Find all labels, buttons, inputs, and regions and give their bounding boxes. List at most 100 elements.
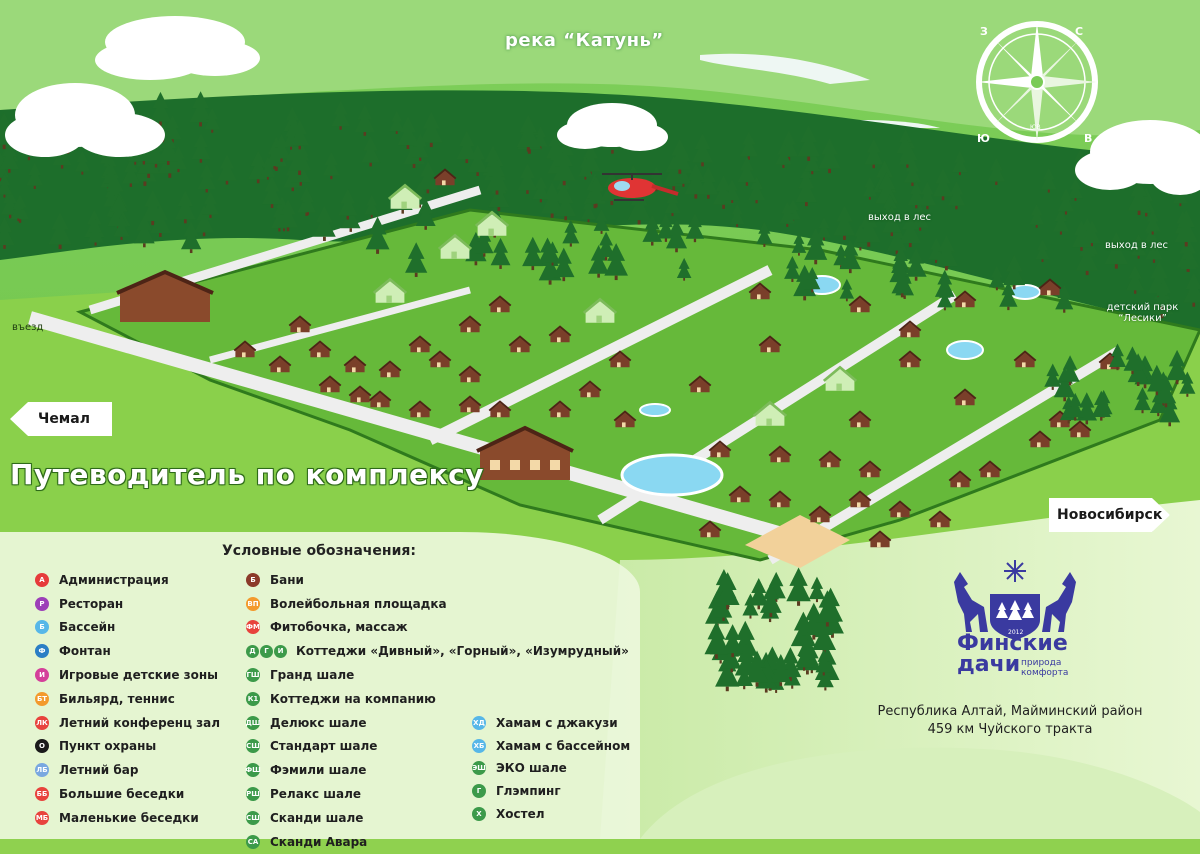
- legend-item: А Администрация: [35, 568, 220, 592]
- legend-marker-icon: Б: [35, 620, 49, 635]
- legend-label: Сканди Авара: [270, 834, 368, 849]
- legend-label: Делюкс шале: [270, 715, 367, 730]
- legend-marker-icon: СА: [246, 834, 260, 849]
- address-line-1: Республика Алтай, Майминский район: [877, 704, 1143, 719]
- legend-marker-icon: ФМ: [246, 620, 260, 635]
- legend-label: Пункт охраны: [59, 739, 157, 754]
- legend-label: ЭКО шале: [496, 761, 567, 776]
- legend-item: БТ Бильярд, теннис: [35, 687, 220, 711]
- legend-label: Летний конференц зал: [59, 715, 221, 730]
- legend-label: Летний бар: [59, 763, 139, 778]
- legend-label: Сканди шале: [270, 810, 364, 825]
- guide-title: Путеводитель по комплексу: [10, 458, 484, 491]
- legend-label: Бильярд, теннис: [59, 691, 175, 706]
- legend-label: Гранд шале: [270, 668, 355, 683]
- legend-item: ХД Хамам с джакузи: [472, 712, 630, 735]
- legend-label: Маленькие беседки: [59, 810, 199, 825]
- legend-item: К1 Коттеджи на компанию: [246, 687, 629, 711]
- legend-item: ДШ Делюкс шале: [246, 711, 629, 735]
- legend-marker-icon: БТ: [35, 691, 49, 706]
- forest-exit-label: выход в лес: [868, 212, 932, 223]
- compass-west-letter: З: [980, 25, 988, 38]
- kids-park-label: детский парк “Лесики”: [1106, 302, 1179, 324]
- legend-marker-icon: Ф: [35, 644, 49, 659]
- legend-item: Ф Фонтан: [35, 639, 220, 663]
- direction-sign-chemal: Чемал: [10, 402, 112, 436]
- legend-marker-icon: Б: [246, 572, 260, 587]
- legend-marker-icon: ББ: [35, 787, 49, 802]
- legend-label: Фитобочка, массаж: [270, 620, 408, 635]
- legend-marker-icon: А: [35, 572, 49, 587]
- legend-label: Релакс шале: [270, 787, 362, 802]
- legend-marker-icon: ФШ: [245, 763, 261, 778]
- legend-marker-icon: Х: [472, 806, 486, 821]
- legend-marker-icon: РШ: [246, 787, 260, 802]
- legend-marker-icon: ДШ: [246, 715, 260, 730]
- legend-item: ЭШ ЭКО шале: [472, 757, 630, 780]
- legend-label: Хамам с джакузи: [496, 716, 618, 731]
- logo-wordmark: Финские дачи: [957, 631, 1068, 677]
- legend-marker-icon: ХБ: [472, 738, 486, 753]
- legend-item: ФМ Фитобочка, массаж: [246, 616, 629, 640]
- legend-label: Хостел: [496, 806, 545, 821]
- legend-label: Бани: [270, 572, 304, 587]
- legend-panel: [0, 532, 640, 839]
- compass-east-letter: В: [1084, 132, 1092, 145]
- address-block: Республика Алтай, Майминский район 459 к…: [860, 703, 1160, 739]
- legend-marker-icon: Г: [472, 784, 486, 799]
- legend-label: Глэмпинг: [496, 784, 561, 799]
- direction-sign-novosibirsk: Новосибирск: [1049, 498, 1170, 532]
- address-line-2: 459 км Чуйского тракта: [927, 722, 1093, 737]
- compass-center-letter: ЮВ: [1030, 124, 1041, 131]
- compass-rose: С Ю З В ЮВ: [976, 21, 1098, 145]
- legend-label: Фонтан: [59, 644, 111, 659]
- legend-title: Условные обозначения:: [222, 543, 416, 559]
- logo-word-1: Финские: [957, 631, 1068, 656]
- legend-marker-icon: ЭШ: [472, 761, 486, 776]
- legend-item: ЛК Летний конференц зал: [35, 711, 220, 735]
- compass-north-letter: С: [1075, 25, 1083, 38]
- logo-tagline: природа комфорта: [1021, 658, 1068, 678]
- logo-year: 2012: [1008, 629, 1023, 636]
- legend-label: Коттеджи на компанию: [270, 691, 436, 706]
- legend-marker-icon: СШ: [246, 739, 260, 754]
- legend-item: СА Сканди Авара: [246, 830, 629, 854]
- legend-marker-icon: И: [35, 668, 49, 683]
- river-label: река “Катунь”: [505, 30, 664, 51]
- legend-item: МБ Маленькие беседки: [35, 806, 220, 830]
- legend-item: Г Глэмпинг: [472, 780, 630, 803]
- legend-marker-icon: СШ: [246, 810, 260, 825]
- legend-label: Фэмили шале: [270, 763, 367, 778]
- legend-item: ВП Волейбольная площадка: [246, 592, 629, 616]
- legend-marker-icon: ЛК: [35, 715, 49, 730]
- legend-item: ГШ Гранд шале: [246, 663, 629, 687]
- finskie-dachi-logo: 2012: [954, 560, 1076, 640]
- legend-marker-icon: К1: [246, 691, 260, 706]
- legend-label: Администрация: [59, 572, 169, 587]
- legend-marker-icon: ГШ: [246, 668, 260, 683]
- legend-marker-icon: ХД: [472, 716, 486, 731]
- legend-item: РШ Релакс шале: [246, 782, 629, 806]
- legend-item: Х Хостел: [472, 802, 630, 825]
- legend-label: Волейбольная площадка: [270, 596, 447, 611]
- logo-word-2: дачи: [957, 652, 1021, 677]
- compass-south-letter: Ю: [977, 132, 990, 145]
- logo-tag-2: комфорта: [1021, 668, 1069, 678]
- legend-marker-icon: МБ: [35, 810, 49, 825]
- legend-label: Коттеджи «Дивный», «Горный», «Изумрудный…: [296, 644, 629, 659]
- legend-item: Б Бани: [246, 568, 629, 592]
- legend-marker-icon: ВП: [246, 596, 260, 611]
- legend-item: ФШ Фэмили шале: [245, 758, 629, 782]
- legend-label: Бассейн: [59, 620, 116, 635]
- entrance-label: въезд: [12, 322, 44, 333]
